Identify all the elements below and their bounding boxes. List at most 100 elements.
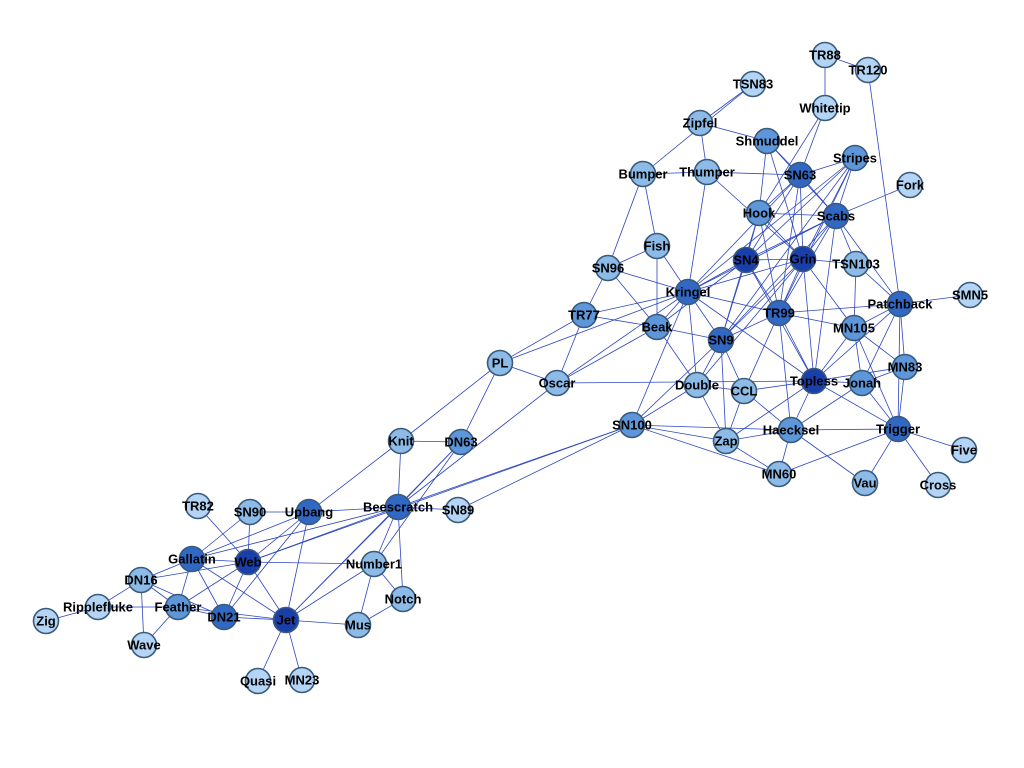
node-circle[interactable] bbox=[842, 250, 870, 278]
node-mus[interactable]: Mus bbox=[344, 611, 372, 639]
node-feather[interactable]: Feather bbox=[155, 593, 202, 621]
node-circle[interactable] bbox=[344, 611, 372, 639]
node-mn60[interactable]: MN60 bbox=[762, 460, 797, 488]
node-circle[interactable] bbox=[127, 566, 155, 594]
node-circle[interactable] bbox=[854, 56, 882, 84]
node-circle[interactable] bbox=[896, 171, 924, 199]
node-web[interactable]: Web bbox=[234, 548, 262, 576]
node-fork[interactable]: Fork bbox=[896, 171, 925, 199]
node-circle[interactable] bbox=[210, 603, 238, 631]
node-circle[interactable] bbox=[765, 299, 793, 327]
node-tr120[interactable]: TR120 bbox=[848, 56, 888, 84]
node-circle[interactable] bbox=[444, 496, 472, 524]
node-circle[interactable] bbox=[288, 666, 316, 694]
node-smn5[interactable]: SMN5 bbox=[952, 281, 988, 309]
node-circle[interactable] bbox=[32, 607, 60, 635]
node-dn63[interactable]: DN63 bbox=[444, 428, 478, 456]
node-oscar[interactable]: Oscar bbox=[539, 369, 576, 397]
node-beescratch[interactable]: Beescratch bbox=[363, 493, 433, 521]
node-circle[interactable] bbox=[184, 492, 212, 520]
node-circle[interactable] bbox=[570, 301, 598, 329]
node-circle[interactable] bbox=[786, 161, 814, 189]
node-circle[interactable] bbox=[848, 369, 876, 397]
node-mn83[interactable]: MN83 bbox=[888, 353, 923, 381]
node-circle[interactable] bbox=[272, 606, 300, 634]
node-thumper[interactable]: Thumper bbox=[679, 158, 735, 186]
node-pl[interactable]: PL bbox=[486, 349, 514, 377]
node-dn21[interactable]: DN21 bbox=[207, 603, 241, 631]
node-circle[interactable] bbox=[739, 70, 767, 98]
node-circle[interactable] bbox=[360, 550, 388, 578]
node-tsn83[interactable]: TSN83 bbox=[733, 70, 773, 98]
node-circle[interactable] bbox=[693, 158, 721, 186]
node-ripplefluke[interactable]: Ripplefluke bbox=[63, 593, 133, 621]
node-sn63[interactable]: SN63 bbox=[784, 161, 817, 189]
node-tr88[interactable]: TR88 bbox=[809, 41, 841, 69]
node-circle[interactable] bbox=[486, 349, 514, 377]
node-circle[interactable] bbox=[841, 144, 869, 172]
node-jet[interactable]: Jet bbox=[272, 606, 300, 634]
node-circle[interactable] bbox=[389, 585, 417, 613]
node-vau[interactable]: Vau bbox=[851, 469, 879, 497]
node-circle[interactable] bbox=[851, 469, 879, 497]
node-bumper[interactable]: Bumper bbox=[618, 160, 668, 188]
node-circle[interactable] bbox=[707, 326, 735, 354]
node-zig[interactable]: Zig bbox=[32, 607, 60, 635]
node-circle[interactable] bbox=[712, 427, 740, 455]
node-circle[interactable] bbox=[891, 353, 919, 381]
node-circle[interactable] bbox=[822, 202, 850, 230]
node-circle[interactable] bbox=[447, 428, 475, 456]
node-circle[interactable] bbox=[777, 416, 805, 444]
node-beak[interactable]: Beak bbox=[641, 313, 673, 341]
node-topless[interactable]: Topless bbox=[790, 367, 838, 395]
node-double[interactable]: Double bbox=[675, 371, 719, 399]
node-wave[interactable]: Wave bbox=[127, 631, 161, 659]
node-sn9[interactable]: SN9 bbox=[707, 326, 735, 354]
node-tr82[interactable]: TR82 bbox=[182, 492, 214, 520]
node-shmuddel[interactable]: Shmuddel bbox=[736, 127, 799, 155]
node-circle[interactable] bbox=[730, 377, 758, 405]
node-circle[interactable] bbox=[884, 415, 912, 443]
node-mn23[interactable]: MN23 bbox=[285, 666, 320, 694]
node-sn4[interactable]: SN4 bbox=[732, 246, 760, 274]
node-circle[interactable] bbox=[811, 41, 839, 69]
node-circle[interactable] bbox=[594, 254, 622, 282]
node-circle[interactable] bbox=[384, 493, 412, 521]
node-circle[interactable] bbox=[811, 94, 839, 122]
node-quasi[interactable]: Quasi bbox=[240, 667, 276, 695]
node-circle[interactable] bbox=[164, 593, 192, 621]
node-tr99[interactable]: TR99 bbox=[763, 299, 795, 327]
node-zipfel[interactable]: Zipfel bbox=[683, 109, 718, 137]
node-number1[interactable]: Number1 bbox=[346, 550, 402, 578]
node-circle[interactable] bbox=[732, 246, 760, 274]
node-stripes[interactable]: Stripes bbox=[833, 144, 877, 172]
node-circle[interactable] bbox=[956, 281, 984, 309]
node-sn89[interactable]: SN89 bbox=[442, 496, 475, 524]
node-haecksel[interactable]: Haecksel bbox=[763, 416, 819, 444]
node-circle[interactable] bbox=[295, 498, 323, 526]
node-circle[interactable] bbox=[674, 278, 702, 306]
node-circle[interactable] bbox=[924, 471, 952, 499]
node-circle[interactable] bbox=[178, 545, 206, 573]
node-upbang[interactable]: Upbang bbox=[285, 498, 333, 526]
node-circle[interactable] bbox=[130, 631, 158, 659]
node-circle[interactable] bbox=[244, 667, 272, 695]
node-circle[interactable] bbox=[683, 371, 711, 399]
node-five[interactable]: Five bbox=[950, 436, 978, 464]
node-circle[interactable] bbox=[543, 369, 571, 397]
node-zap[interactable]: Zap bbox=[712, 427, 740, 455]
node-cross[interactable]: Cross bbox=[920, 471, 957, 499]
node-circle[interactable] bbox=[789, 245, 817, 273]
node-scabs[interactable]: Scabs bbox=[817, 202, 855, 230]
node-circle[interactable] bbox=[236, 498, 264, 526]
node-circle[interactable] bbox=[629, 160, 657, 188]
node-trigger[interactable]: Trigger bbox=[876, 415, 920, 443]
node-circle[interactable] bbox=[950, 436, 978, 464]
node-circle[interactable] bbox=[618, 411, 646, 439]
node-whitetip[interactable]: Whitetip bbox=[799, 94, 851, 122]
node-gallatin[interactable]: Gallatin bbox=[168, 545, 216, 573]
node-mn105[interactable]: MN105 bbox=[833, 314, 875, 342]
node-grin[interactable]: Grin bbox=[789, 245, 817, 273]
node-knit[interactable]: Knit bbox=[387, 427, 414, 455]
node-circle[interactable] bbox=[686, 109, 714, 137]
